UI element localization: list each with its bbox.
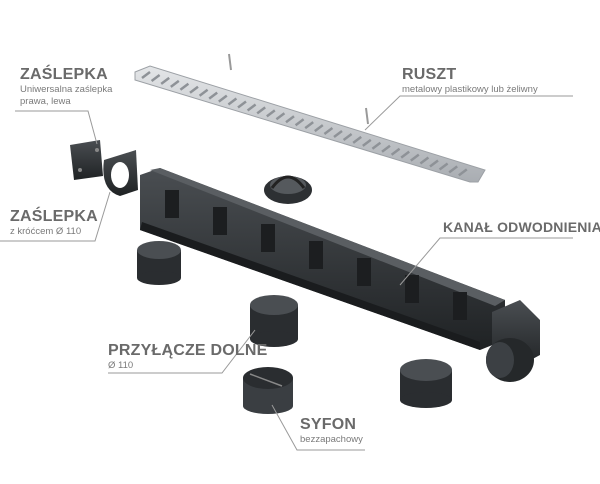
channel-rib: [357, 258, 371, 286]
end-cap-universal-illustration: [70, 140, 103, 180]
grate-slot: [371, 141, 382, 150]
grate-illustration: [134, 53, 486, 183]
grate-slot: [304, 121, 314, 130]
grate-slot: [390, 147, 401, 156]
grate-slot: [381, 144, 391, 153]
end-cap-outlet-illustration: [103, 150, 138, 196]
grate-slots: [141, 71, 468, 177]
grate-slot: [352, 135, 362, 144]
siphon-illustration: [243, 367, 293, 414]
label-bottom-outlet: PRZYŁĄCZE DOLNE Ø 110: [108, 342, 267, 372]
grate-slot: [208, 91, 218, 100]
grate-slot: [458, 168, 468, 177]
grate-slot: [400, 150, 410, 159]
label-grate: RUSZT metalowy plastikowy lub żeliwny: [402, 66, 538, 96]
grate-slot: [256, 106, 266, 115]
grate-slot: [170, 79, 180, 88]
grate-slot: [333, 130, 343, 138]
channel-rib: [453, 292, 467, 320]
screw-icon: [365, 107, 369, 125]
grate-slot: [227, 97, 238, 106]
grate-slot: [429, 159, 439, 168]
grate-slot: [419, 156, 430, 165]
screw-icon: [228, 53, 232, 71]
grate-slot: [198, 88, 209, 97]
grate-slot: [160, 76, 170, 85]
label-title: RUSZT: [402, 66, 457, 83]
leader-lines: [0, 95, 573, 451]
sump-basket-illustration: [264, 175, 312, 204]
grate-slot: [285, 115, 295, 124]
label-end-cap-universal: ZAŚLEPKA Uniwersalna zaślepka prawa, lew…: [20, 66, 112, 108]
label-title: PRZYŁĄCZE DOLNE: [108, 342, 268, 359]
grate-slot: [275, 112, 286, 121]
grate-slot: [246, 103, 257, 112]
label-title: SYFON: [300, 416, 357, 433]
channel-rib: [261, 224, 275, 252]
label-title: KANAŁ ODWODNIENIA: [443, 219, 600, 235]
channel-ribs: [165, 190, 467, 320]
grate-slot: [141, 71, 151, 79]
right-end-cap-illustration: [486, 300, 540, 382]
label-siphon: SYFON bezzapachowy: [300, 416, 363, 446]
channel-rib: [165, 190, 179, 218]
label-description: bezzapachowy: [300, 434, 363, 445]
label-end-cap-outlet: ZAŚLEPKA z króćcem Ø 110: [10, 208, 98, 238]
grate-slot: [323, 127, 334, 136]
grate-slot: [189, 85, 199, 94]
label-description: metalowy plastikowy lub żeliwny: [402, 84, 538, 95]
grate-slot: [237, 100, 247, 109]
grate-slot: [362, 138, 372, 147]
grate-slot: [314, 124, 324, 133]
label-description: Uniwersalna zaślepka: [20, 84, 113, 95]
channel-rib: [213, 207, 227, 235]
label-title: ZAŚLEPKA: [10, 208, 98, 225]
grate-slot: [294, 118, 305, 127]
label-description: z króćcem Ø 110: [10, 226, 82, 237]
label-description: prawa, lewa: [20, 96, 71, 107]
channel-rib: [309, 241, 323, 269]
grate-slot: [438, 162, 449, 171]
grate-slot: [448, 165, 458, 174]
label-channel: KANAŁ ODWODNIENIA: [443, 219, 600, 235]
label-description: Ø 110: [108, 360, 134, 371]
grate-slot: [266, 109, 276, 118]
drainage-channel-illustration: [140, 168, 505, 350]
grate-slot: [410, 153, 420, 162]
grate-slot: [218, 94, 228, 103]
grate-slot: [342, 132, 353, 141]
label-title: ZAŚLEPKA: [20, 66, 108, 83]
bottom-outlet-illustration: [137, 241, 452, 408]
grate-slot: [150, 73, 161, 82]
grate-slot: [179, 82, 190, 91]
channel-rib: [405, 275, 419, 303]
